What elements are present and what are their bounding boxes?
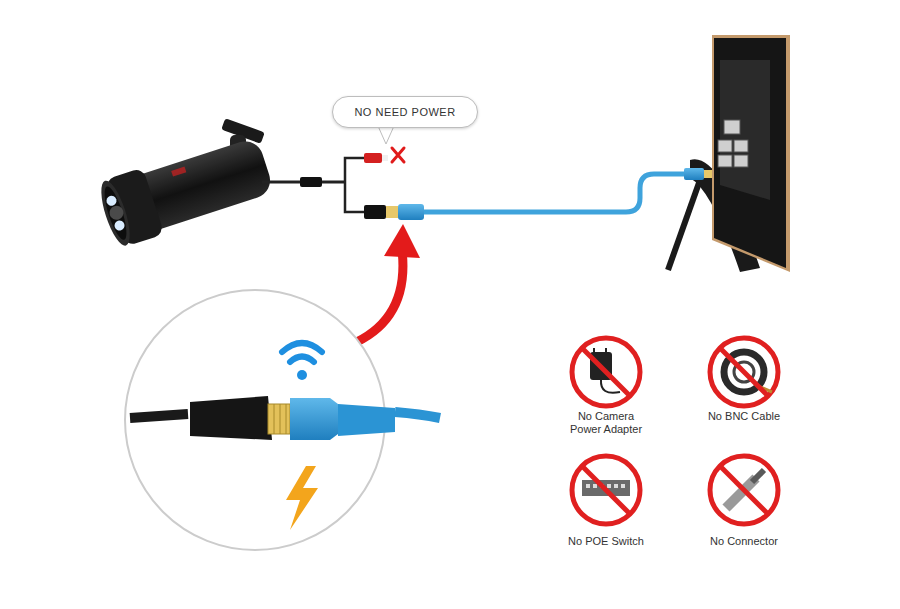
bubble-text: NO NEED POWER — [333, 106, 477, 118]
speech-bubble: NO NEED POWER — [332, 96, 478, 128]
icon-caption: No Connector — [694, 535, 794, 548]
power-plug — [364, 148, 404, 163]
camera — [95, 118, 276, 249]
camera-cable — [262, 158, 366, 212]
bubble-tail — [378, 126, 394, 144]
no-power-adapter — [572, 338, 640, 406]
no-connector — [710, 456, 778, 524]
icon-caption: No Camera Power Adapter — [564, 410, 648, 436]
rj45-link — [364, 174, 700, 220]
icon-caption: No BNC Cable — [694, 410, 794, 423]
nvr-monitor — [668, 35, 790, 272]
zoom-circle — [125, 290, 440, 550]
callout-arrow — [350, 224, 420, 345]
icon-caption: No POE Switch — [556, 535, 656, 548]
no-poe-switch — [572, 456, 640, 524]
no-bnc-cable — [710, 338, 778, 406]
